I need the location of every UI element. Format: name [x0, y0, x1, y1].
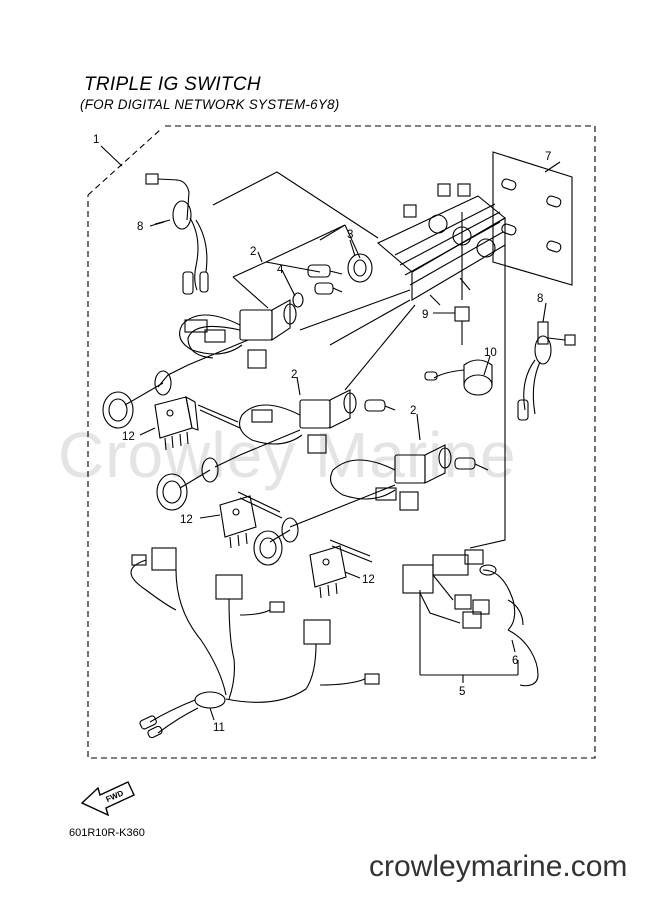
- relay-top: [154, 395, 241, 451]
- ignition-switch-middle: [156, 389, 396, 511]
- part-code: 601R10R-K360: [69, 827, 145, 839]
- page-subtitle: (FOR DIGITAL NETWORK SYSTEM-6Y8): [80, 97, 340, 112]
- ignition-switch-bottom: [253, 444, 489, 566]
- stop-switch: [402, 549, 539, 687]
- bolt-bracket-right: [517, 321, 576, 421]
- callout-12-top: 12: [122, 431, 135, 443]
- switch-bracket: [376, 183, 506, 306]
- assembly-boundary: [87, 125, 596, 759]
- callout-1: 1: [93, 134, 99, 146]
- fwd-arrow-icon: FWD: [80, 781, 135, 817]
- callout-2-bottom: 2: [410, 405, 416, 417]
- callout-12-bottom: 12: [362, 574, 375, 586]
- buzzer: [424, 306, 493, 396]
- ignition-switch-top: [102, 299, 297, 429]
- wiring-harness: [130, 547, 380, 739]
- relay-bottom: [309, 539, 373, 599]
- page-title: TRIPLE IG SWITCH: [84, 74, 261, 95]
- callout-8-left: 8: [137, 221, 143, 233]
- callout-9: 9: [422, 309, 428, 321]
- callout-2-middle: 2: [291, 369, 297, 381]
- callout-8-right: 8: [537, 293, 543, 305]
- callout-5: 5: [459, 686, 465, 698]
- callout-4: 4: [277, 264, 284, 276]
- site-url: crowleymarine.com: [369, 850, 628, 883]
- callout-7: 7: [545, 151, 551, 163]
- callout-12-middle: 12: [180, 514, 193, 526]
- callout-11: 11: [213, 722, 225, 734]
- keys-top: [292, 253, 373, 308]
- callout-10: 10: [484, 347, 497, 359]
- callout-6: 6: [512, 655, 518, 667]
- callout-2-top: 2: [250, 246, 256, 258]
- callout-3: 3: [347, 229, 353, 241]
- relay-middle: [219, 491, 283, 549]
- bolt-bracket-left: [145, 173, 209, 295]
